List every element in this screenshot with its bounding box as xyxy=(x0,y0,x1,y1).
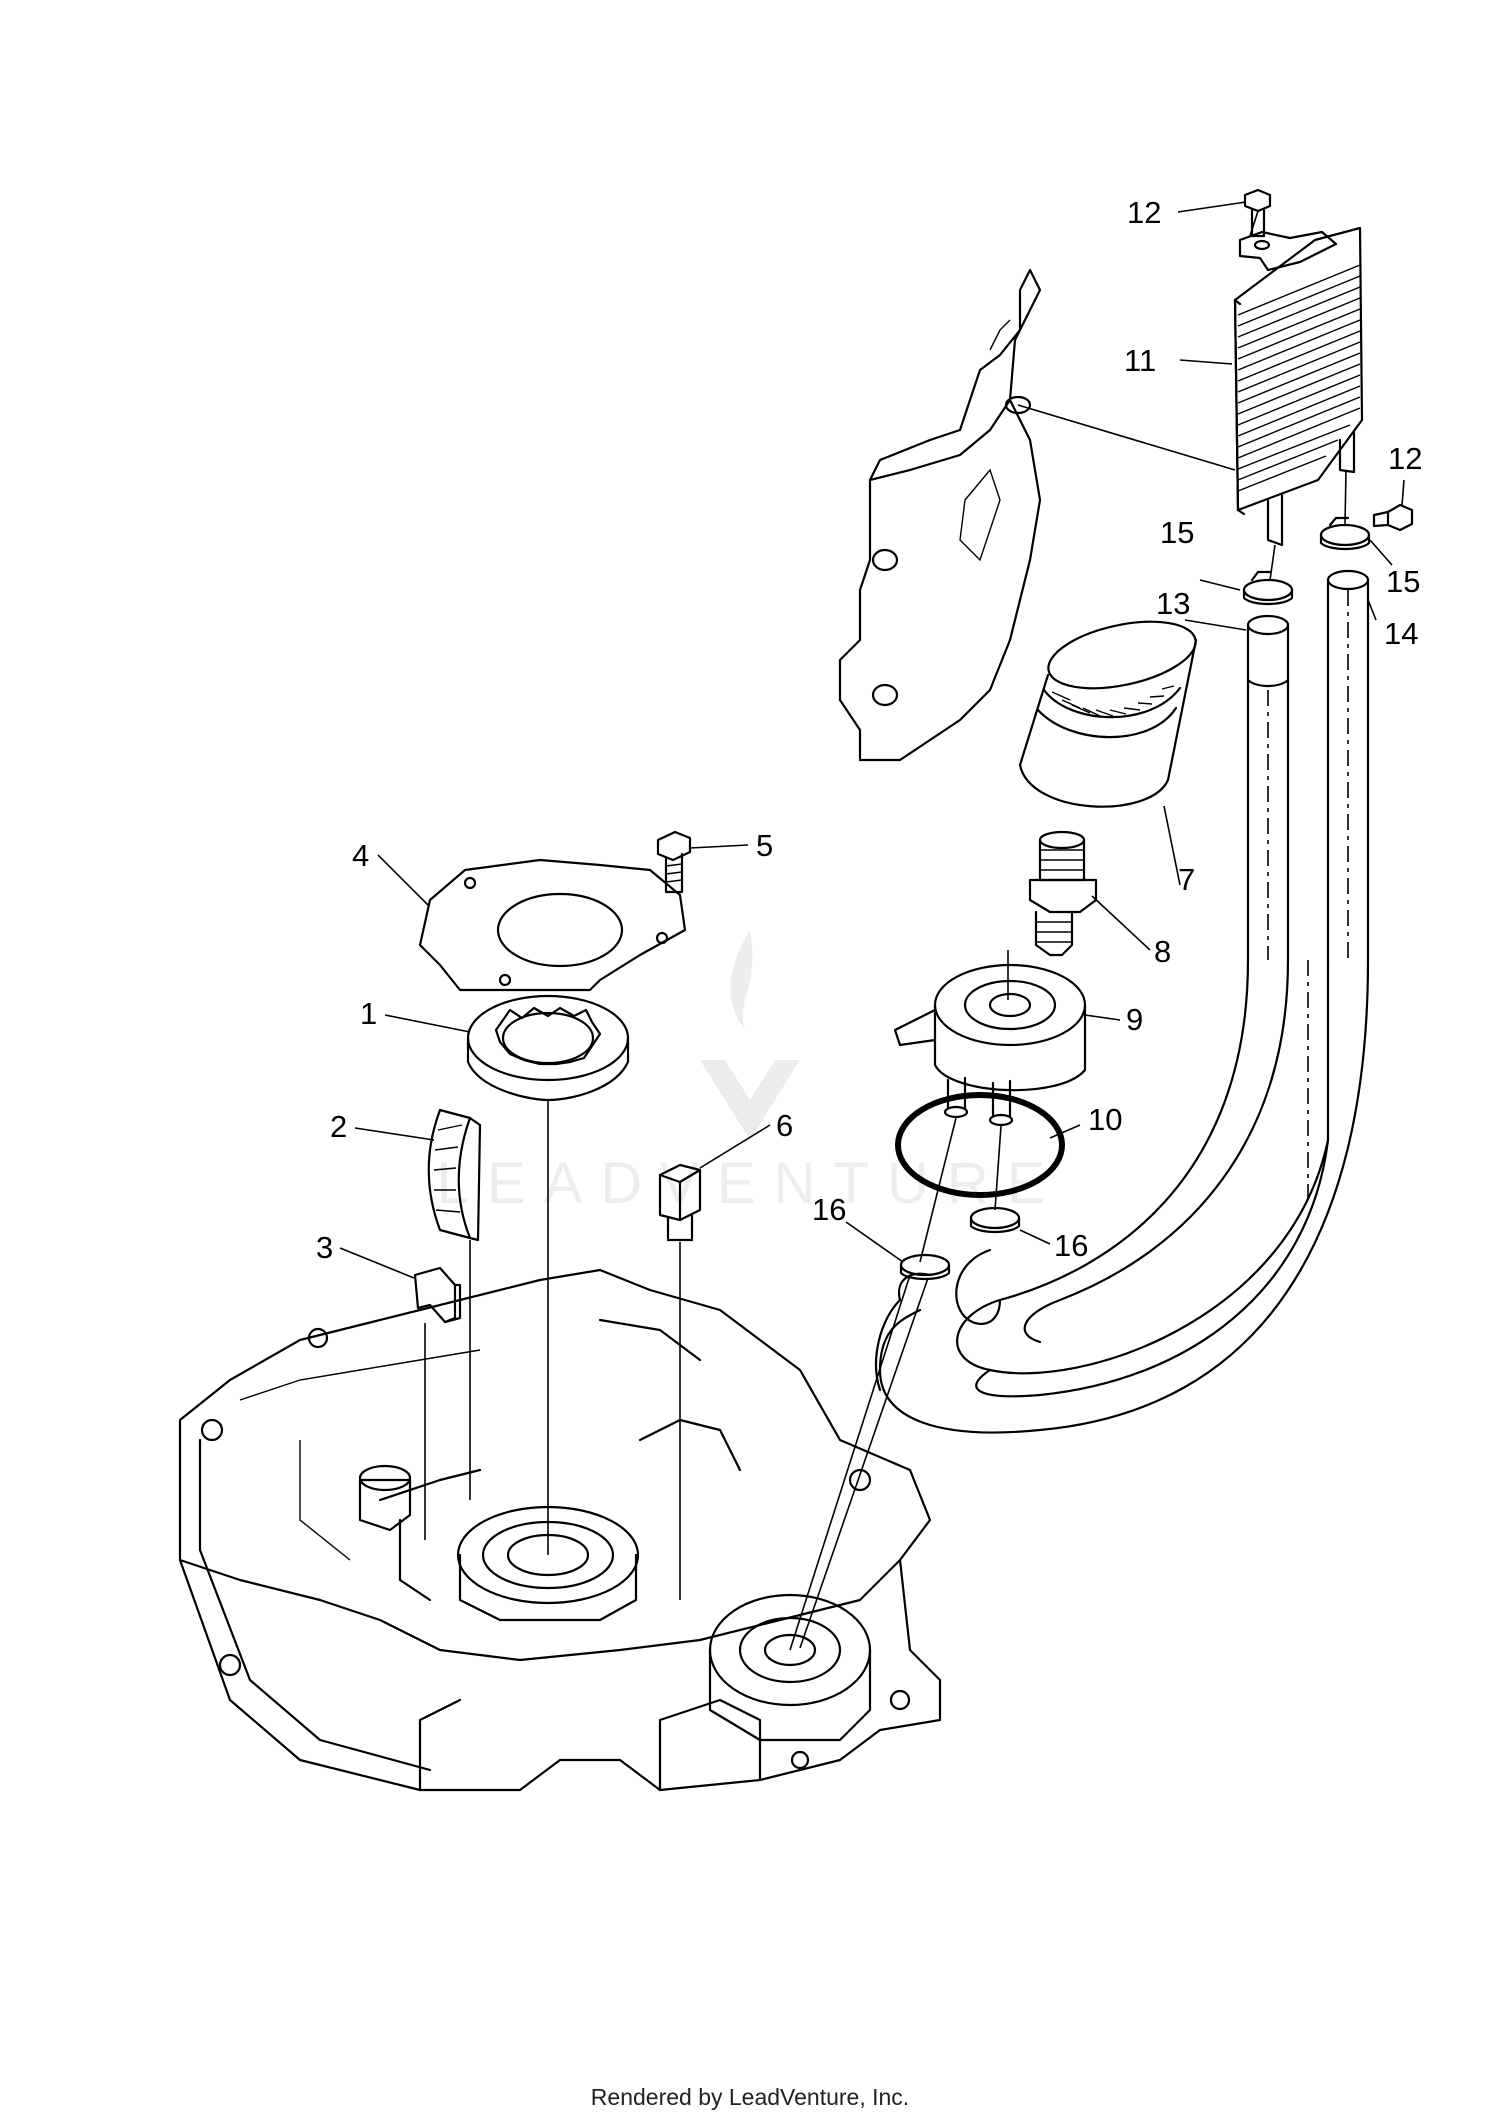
callout-16-right: 16 xyxy=(1054,1228,1088,1263)
cover-panel xyxy=(838,268,1042,762)
callout-12-side: 12 xyxy=(1388,441,1422,476)
callout-7: 7 xyxy=(1178,862,1195,897)
part-13-hose xyxy=(1246,614,1290,962)
callout-15-right: 15 xyxy=(1386,564,1420,599)
part-8-adapter xyxy=(1028,830,1098,957)
part-7-oil-filter xyxy=(1018,620,1198,808)
hose-routing xyxy=(874,958,1370,1434)
part-12-bolt-side xyxy=(1372,503,1414,532)
leader-lines xyxy=(339,201,1405,1279)
part-9-filter-base xyxy=(893,963,1087,1127)
callout-11: 11 xyxy=(1124,343,1156,378)
part-2-strainer xyxy=(427,1108,482,1242)
part-14-hose xyxy=(1326,569,1370,962)
watermark-logo xyxy=(700,930,800,1140)
callout-9: 9 xyxy=(1126,1002,1143,1037)
callout-3: 3 xyxy=(316,1230,333,1265)
callouts: 1 2 3 4 5 6 7 8 9 10 11 12 12 13 14 15 1… xyxy=(316,195,1422,1265)
callout-2: 2 xyxy=(330,1109,347,1144)
watermark-text: LEADVENTURE xyxy=(436,1151,1064,1216)
callout-5: 5 xyxy=(756,828,773,863)
callout-13: 13 xyxy=(1156,586,1190,621)
callout-1: 1 xyxy=(360,996,377,1031)
part-12-bolt-top xyxy=(1243,188,1272,238)
part-16-clamp-left xyxy=(899,1253,951,1281)
part-1-rotor xyxy=(466,994,630,1102)
part-16-clamp-right xyxy=(969,1206,1021,1234)
callout-10: 10 xyxy=(1088,1102,1122,1137)
crankcase-housing xyxy=(178,1268,942,1792)
alignment-lines xyxy=(424,210,1347,1651)
part-4-plate xyxy=(418,858,687,992)
callout-4: 4 xyxy=(352,838,369,873)
footer-credit: Rendered by LeadVenture, Inc. xyxy=(590,2084,910,2110)
part-6-nipple xyxy=(658,1163,702,1242)
callout-8: 8 xyxy=(1154,934,1171,969)
part-10-o-ring xyxy=(895,1092,1065,1198)
callout-15-left: 15 xyxy=(1160,515,1194,550)
callout-12-top: 12 xyxy=(1127,195,1161,230)
part-5-bolt xyxy=(656,830,692,894)
part-15-clamp-left xyxy=(1242,570,1294,606)
callout-16-left: 16 xyxy=(812,1192,846,1227)
callout-14: 14 xyxy=(1384,616,1418,651)
part-3-gasket xyxy=(413,1266,462,1324)
part-11-oil-cooler xyxy=(1233,226,1364,547)
callout-6: 6 xyxy=(776,1108,793,1143)
